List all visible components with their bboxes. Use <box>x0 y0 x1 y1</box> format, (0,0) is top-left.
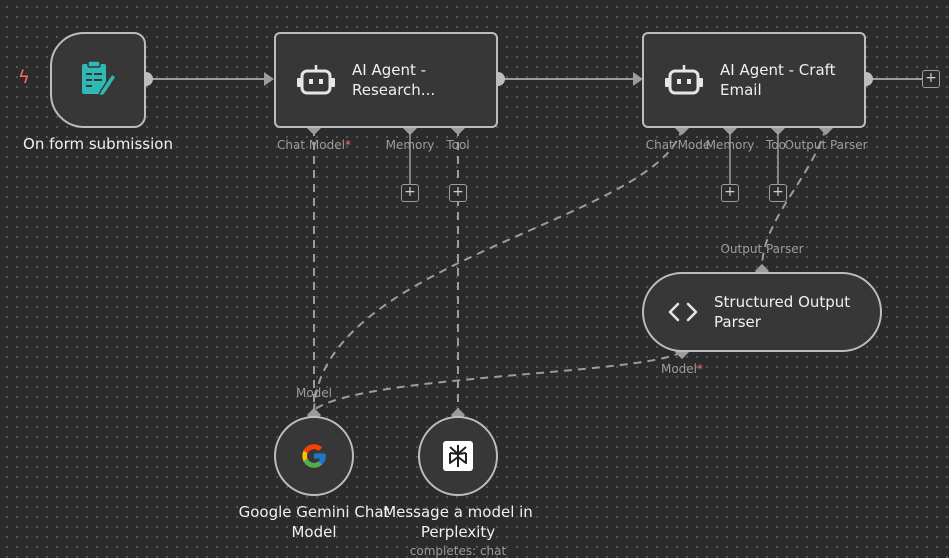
port-label-tool: Tool <box>446 138 470 152</box>
input-arrow-research <box>264 72 274 86</box>
port-label-chat-model-craft: Chat Mode <box>645 138 711 152</box>
node-subtitle-perplexity: completes: chat <box>409 544 507 558</box>
connection-gemini-to-parser[interactable] <box>313 351 683 411</box>
node-ai-agent-research[interactable]: AI Agent - Research... <box>274 32 498 128</box>
perplexity-icon <box>443 441 473 471</box>
node-label-gemini: Google Gemini Chat Model <box>238 503 390 541</box>
input-arrow-craft <box>633 72 643 86</box>
port-label-memory: Memory <box>385 138 435 152</box>
robot-icon <box>665 65 703 95</box>
add-memory-button-craft[interactable]: + <box>721 184 739 202</box>
node-title-line2: Research... <box>352 81 436 99</box>
add-tool-button-craft[interactable]: + <box>769 184 787 202</box>
node-title-line1: AI Agent - Craft <box>720 61 836 79</box>
form-icon <box>82 60 118 97</box>
node-perplexity-message-model[interactable] <box>418 416 498 496</box>
port-label-memory-craft: Memory <box>705 138 755 152</box>
add-memory-button[interactable]: + <box>401 184 419 202</box>
node-label-perplexity: Message a model in Perplexity <box>383 503 533 541</box>
connection-parser-to-craft[interactable] <box>761 127 827 269</box>
node-google-gemini-chat-model[interactable] <box>274 416 354 496</box>
port-label-output-parser-craft: Output Parser <box>784 138 868 152</box>
port-label-chat-model: Chat Model* <box>277 138 351 152</box>
connection-gemini-to-craft[interactable] <box>313 127 683 411</box>
node-form-trigger[interactable] <box>50 32 146 128</box>
node-title-line1: AI Agent - <box>352 61 427 79</box>
node-structured-output-parser[interactable]: Structured Output Parser <box>642 272 882 352</box>
lightning-icon: ϟ <box>18 67 30 88</box>
add-node-button[interactable]: + <box>922 70 940 88</box>
code-brackets-icon <box>668 302 698 322</box>
port-label-gemini-model: Model <box>295 386 333 400</box>
add-tool-button[interactable]: + <box>449 184 467 202</box>
robot-icon <box>297 65 335 95</box>
port-label-parser-model: Model* <box>660 362 704 376</box>
node-ai-agent-craft-email[interactable]: AI Agent - Craft Email <box>642 32 866 128</box>
google-g-icon <box>302 444 326 468</box>
port-label-output-parser: Output Parser <box>720 242 804 256</box>
node-label-form-trigger: On form submission <box>23 135 173 153</box>
node-title-line2: Parser <box>714 313 761 331</box>
port-label-tool-craft: Too <box>766 138 786 152</box>
node-title-line2: Email <box>720 81 762 99</box>
node-title-line1: Structured Output <box>714 293 851 311</box>
